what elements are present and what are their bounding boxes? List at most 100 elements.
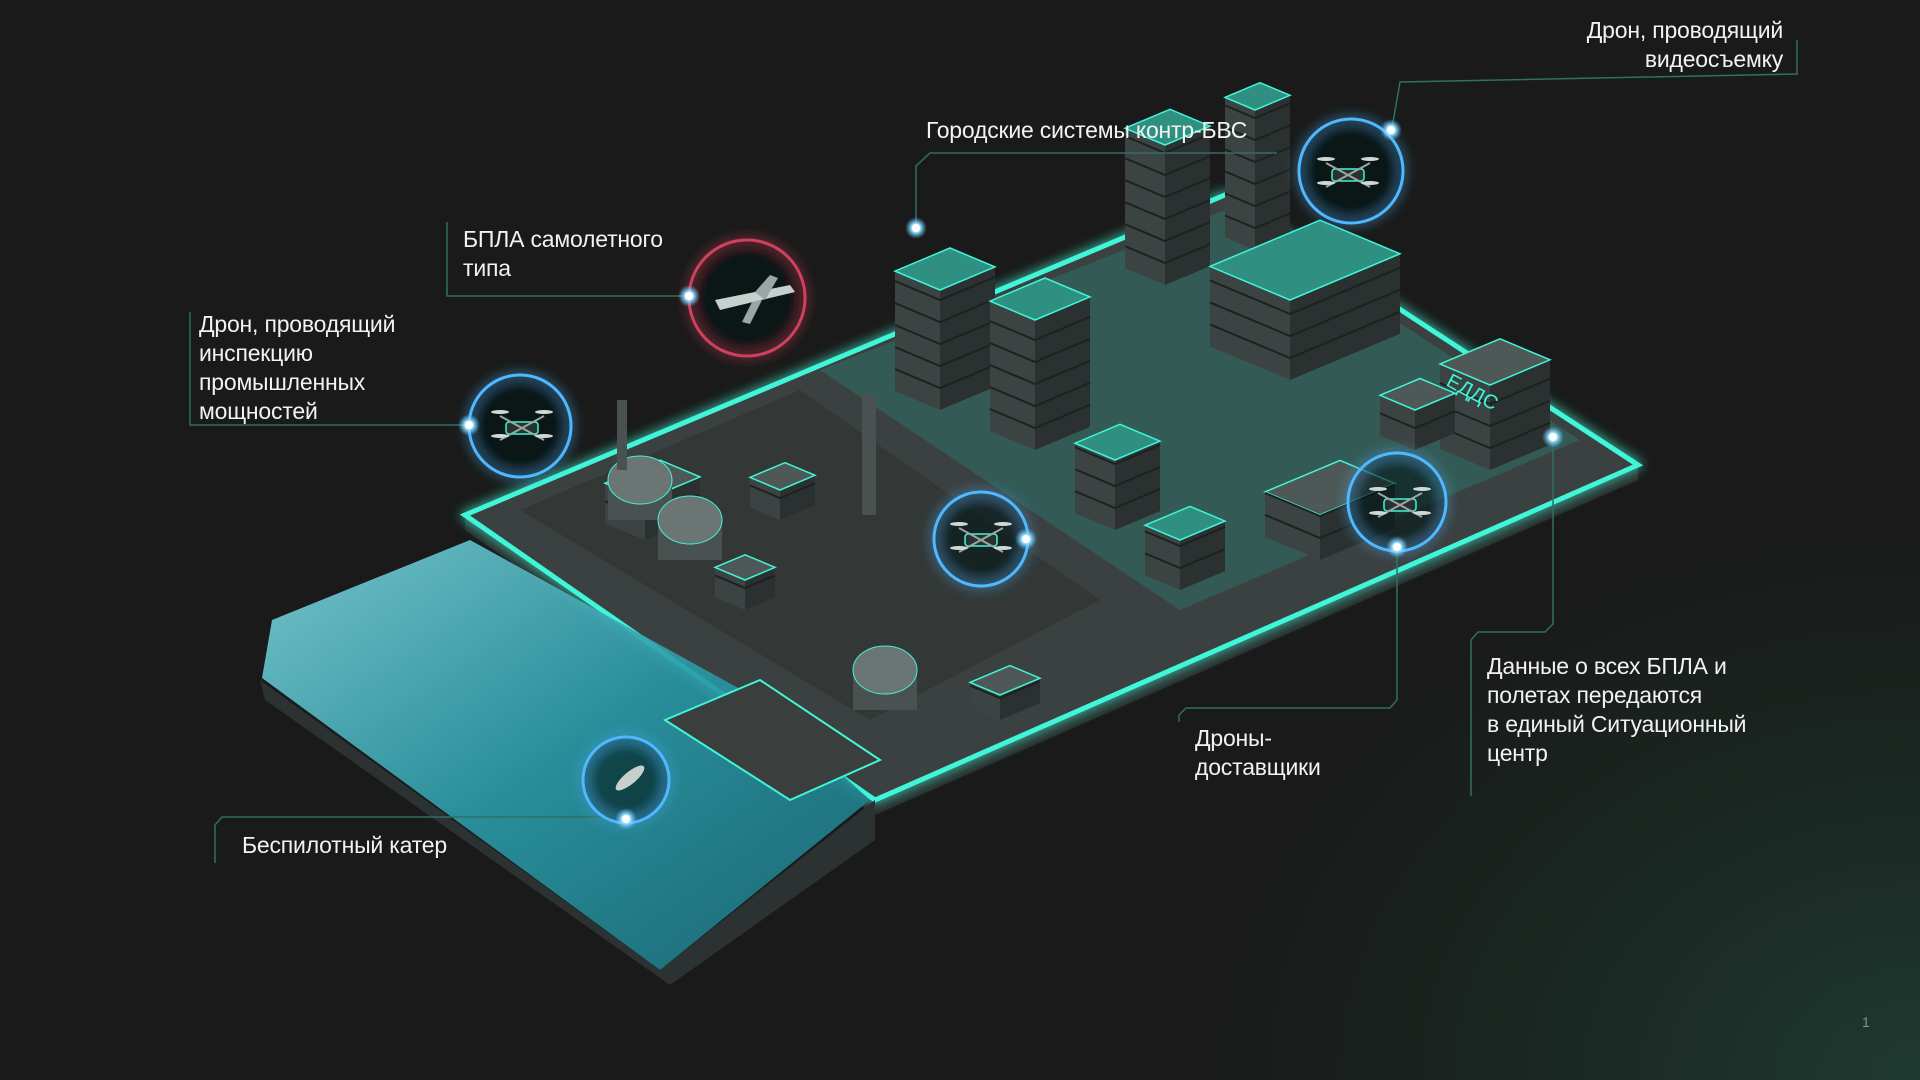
tower-c-left-face <box>1125 128 1165 285</box>
drone-arm <box>1325 162 1349 176</box>
tower-f <box>1143 505 1227 590</box>
pump-unit <box>968 664 1042 720</box>
eddc-building-floor-line <box>1439 399 1551 428</box>
drone-arm <box>1325 174 1349 188</box>
delivery-drone-icon <box>1369 487 1431 518</box>
label-line: инспекцию <box>199 340 313 366</box>
drone-arm <box>1347 174 1371 188</box>
tower-f-floor-line <box>1144 526 1226 548</box>
label-fixed-wing: БПЛА самолетного типа <box>463 225 663 283</box>
label-line: промышленных <box>199 369 366 395</box>
callout-line-boat <box>214 816 612 863</box>
drone-arm <box>980 539 1004 553</box>
compressor-unit <box>713 553 777 610</box>
drone-rotor <box>491 410 509 414</box>
tower-b <box>988 277 1092 450</box>
label-line: Беспилотный катер <box>242 832 447 858</box>
tower-a-floor-line <box>894 363 996 390</box>
government-building-right-face <box>1290 253 1400 380</box>
tower-a-left-face <box>895 271 940 410</box>
drone-arm <box>958 539 982 553</box>
small-building-right-face <box>1415 393 1455 450</box>
label-boat: Беспилотный катер <box>242 831 447 860</box>
tower-f-right-face <box>1180 521 1225 590</box>
chimney <box>862 395 876 515</box>
eddc-building <box>1438 337 1552 470</box>
drone-rotor <box>1413 511 1431 515</box>
tower-a-floor-line <box>894 297 996 324</box>
label-delivery-drones: Дроны- доставщики <box>1195 724 1321 782</box>
small-building-floor-line <box>1379 410 1456 430</box>
tower-c-floor-line <box>1124 177 1211 199</box>
compressor-unit-roof <box>713 553 777 581</box>
tower-c-floor-line <box>1124 199 1211 221</box>
tower-b-roof <box>988 277 1092 321</box>
tower-a-floor-line <box>894 319 996 346</box>
data-center-marker-core <box>1549 433 1557 441</box>
tower-e-left-face <box>1075 443 1115 530</box>
tank-top <box>852 645 918 695</box>
drone-arm <box>499 427 523 441</box>
tower-f-roof <box>1143 505 1227 541</box>
delivery-drone-marker-left-core <box>1022 535 1030 543</box>
water-surface <box>262 540 870 970</box>
drone-rotor <box>1317 181 1335 185</box>
processing-unit-floor-line <box>749 482 816 500</box>
plane-wing <box>742 300 762 324</box>
eddc-building-floor-line <box>1439 377 1551 406</box>
video-drone-icon <box>1317 157 1379 188</box>
pump-unit-floor-line <box>969 680 1041 700</box>
government-building-floor-line <box>1209 266 1401 316</box>
delivery-drone-marker-right-core <box>1393 543 1401 551</box>
label-line: БПЛА самолетного <box>463 226 663 252</box>
label-inspection-drone: Дрон, проводящий инспекцию промышленных … <box>199 310 395 426</box>
fixed-wing-marker-core <box>685 292 693 300</box>
tower-d-roof <box>1223 81 1292 111</box>
label-video-drone: Дрон, проводящий видеосъемку <box>1587 16 1783 74</box>
processing-unit <box>748 461 817 520</box>
video-drone-marker-core <box>1387 126 1395 134</box>
tower-e-roof <box>1073 423 1162 461</box>
label-line: Дрон, проводящий <box>1586 17 1783 43</box>
counter-uas-marker-core <box>912 224 920 232</box>
callout-line-delivery-drones <box>1178 549 1398 722</box>
label-line: Дроны- <box>1195 725 1272 751</box>
tower-a-floor-line <box>894 341 996 368</box>
inspection-drone-icon <box>491 410 553 441</box>
tower-c-right-face <box>1165 126 1210 285</box>
drone-rotor <box>950 522 968 526</box>
tower-d-floor-line <box>1224 168 1291 186</box>
drone-rotor <box>1361 181 1379 185</box>
storage-tank-front <box>852 645 918 710</box>
tower-d-floor-line <box>1224 212 1291 230</box>
drone-arm <box>1347 162 1371 176</box>
drone-arm <box>958 527 982 541</box>
tower-d-floor-line <box>1224 102 1291 120</box>
drone-rotor <box>1317 157 1335 161</box>
drone-rotor <box>535 434 553 438</box>
callout-line-video-drone <box>1391 40 1798 129</box>
label-line: Данные о всех БПЛА и <box>1487 653 1727 679</box>
small-building <box>1378 377 1457 450</box>
boat-marker-core <box>622 815 630 823</box>
government-building-floor-line <box>1209 288 1401 338</box>
label-line: полетах передаются <box>1487 682 1703 708</box>
tower-a-right-face <box>940 266 995 410</box>
unmanned-boat-icon <box>615 765 645 791</box>
pump-unit-left-face <box>970 682 1000 720</box>
pump-unit-roof <box>968 664 1042 696</box>
tower-d-left-face <box>1225 97 1255 251</box>
label-line: центр <box>1487 740 1548 766</box>
drone-arm <box>1399 504 1423 518</box>
drone-rotor <box>994 546 1012 550</box>
drone-rotor <box>1361 157 1379 161</box>
drone-arm <box>499 415 523 429</box>
tower-c-roof <box>1123 108 1212 146</box>
callout-line-data-center <box>1470 440 1554 796</box>
tower-c-floor-line <box>1124 155 1211 177</box>
tower-b-floor-line <box>989 337 1091 364</box>
tower-b-floor-line <box>989 403 1091 430</box>
inspection-drone-marker-core <box>465 421 473 429</box>
label-line: мощностей <box>199 398 318 424</box>
callout-line-inspection-drone <box>189 312 469 426</box>
